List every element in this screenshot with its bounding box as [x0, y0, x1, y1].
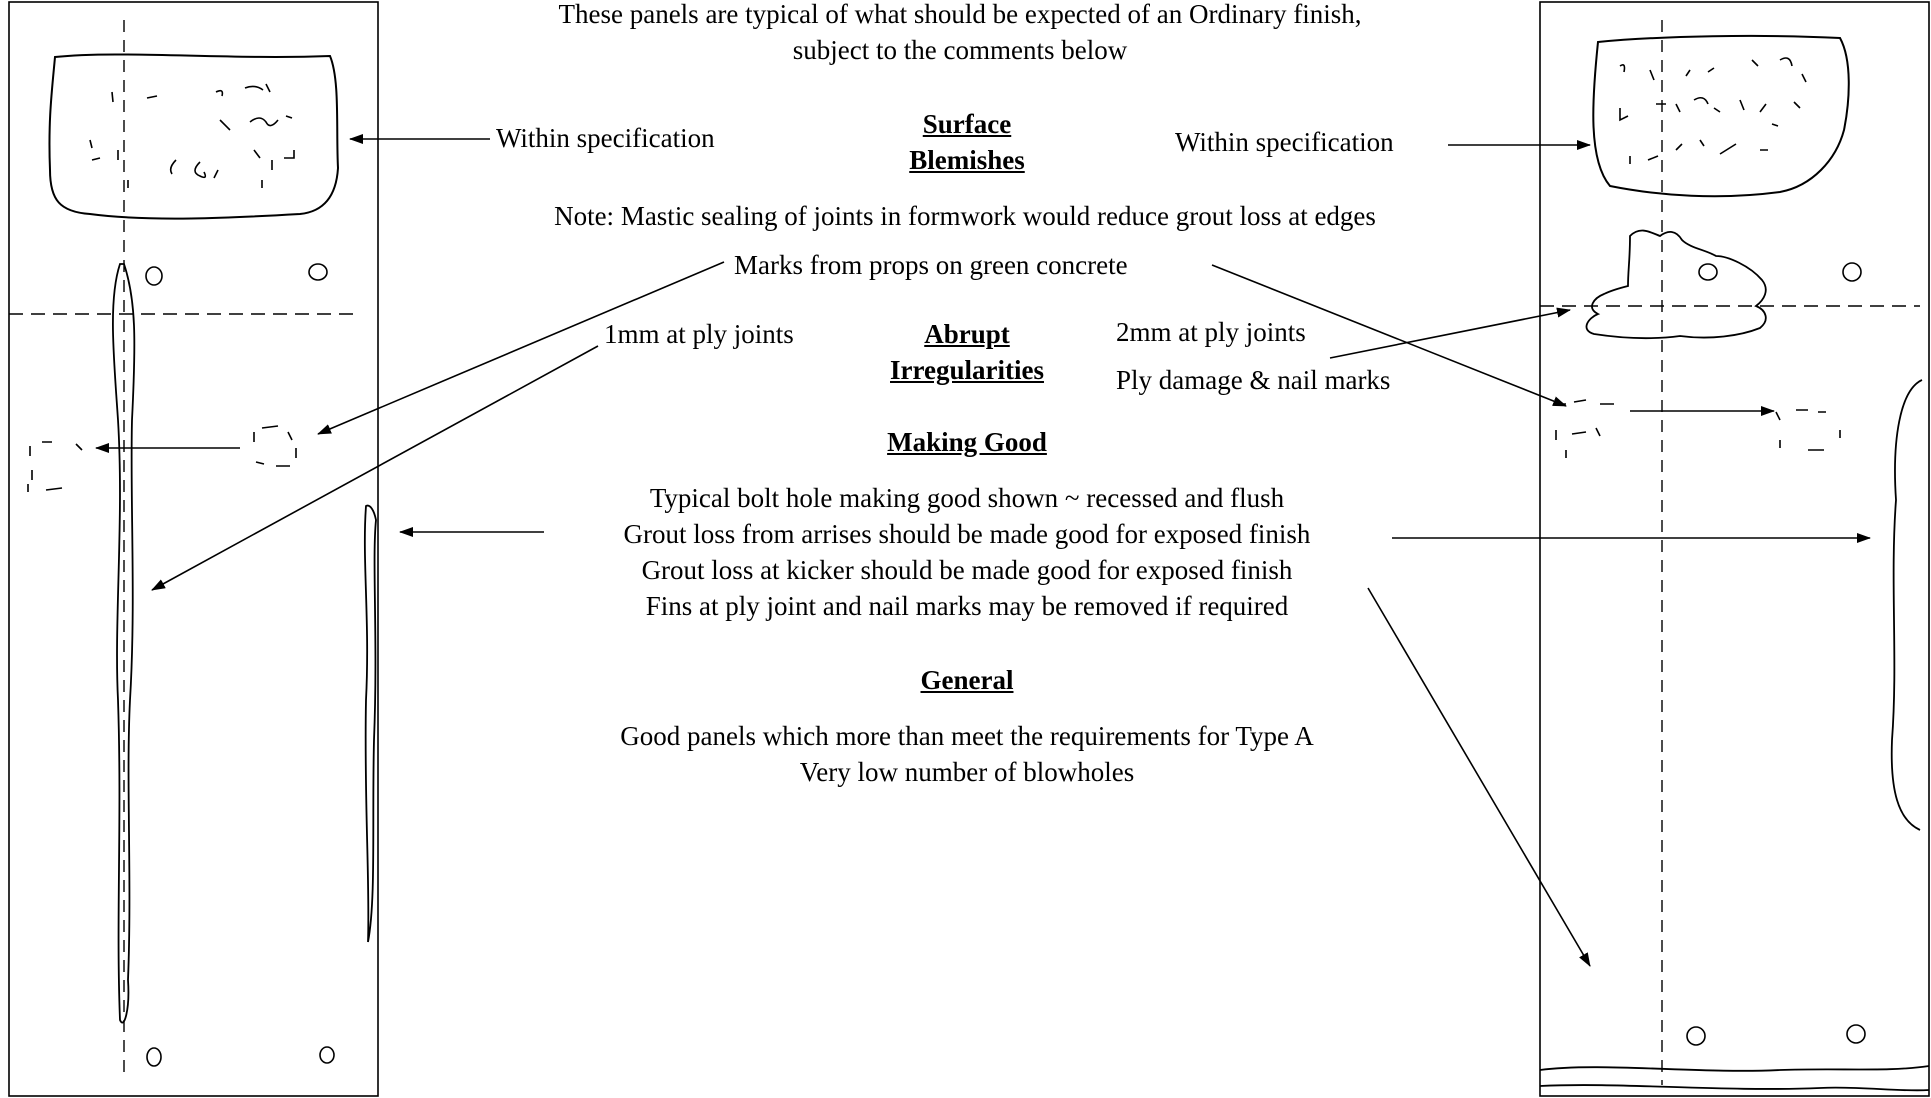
right-ply-damage-area [1585, 229, 1767, 340]
right-bolt-hole-top-right [1842, 262, 1862, 282]
surface-heading-line-1: Surface [922, 109, 1012, 139]
arrow-props-left [317, 261, 725, 435]
left-bolt-hole-top-right [308, 263, 328, 281]
right-bolt-hole-bottom-right [1846, 1024, 1866, 1044]
right-panel-frame [1539, 1, 1930, 1097]
right-blemish-marks [1619, 57, 1807, 164]
surface-note: Note: Mastic sealing of joints in formwo… [554, 201, 1376, 231]
right-panel [1539, 1, 1930, 1097]
arrow-kicker [1367, 587, 1591, 967]
making-good-line-2: Grout loss from arrises should be made g… [623, 519, 1311, 549]
left-joint-label: 1mm at ply joints [604, 319, 794, 349]
making-good-line-3: Grout loss at kicker should be made good… [641, 555, 1293, 585]
right-bolt-hole-bottom-left [1686, 1026, 1706, 1046]
left-prop-marks [27, 425, 297, 492]
header-line-2: subject to the comments below [792, 35, 1128, 65]
left-bolt-hole-bottom-right [319, 1046, 335, 1064]
right-kicker-grout-loss [1539, 1065, 1930, 1092]
right-joint-label: 2mm at ply joints [1116, 317, 1306, 347]
left-bolt-hole-top-left [145, 266, 163, 286]
making-good-line-4: Fins at ply joint and nail marks may be … [645, 591, 1289, 621]
left-blemish-marks [89, 83, 295, 188]
abrupt-heading-line-2: Irregularities [890, 355, 1044, 385]
right-prop-marks [1555, 399, 1841, 458]
right-arris-grout-loss [1890, 379, 1923, 831]
header-line-1: These panels are typical of what should … [558, 0, 1362, 29]
making-good-heading: Making Good [887, 427, 1047, 457]
arrow-2mm-joint [1329, 307, 1571, 359]
props-label: Marks from props on green concrete [734, 250, 1128, 280]
making-good-line-1: Typical bolt hole making good shown ~ re… [649, 483, 1285, 513]
left-arris-grout-loss [363, 504, 377, 943]
leader-arrows [95, 134, 1871, 967]
right-within-spec-label: Within specification [1175, 127, 1394, 157]
left-bolt-hole-bottom-left [146, 1047, 162, 1067]
general-line-1: Good panels which more than meet the req… [620, 721, 1314, 751]
surface-heading-line-2: Blemishes [909, 145, 1025, 175]
abrupt-heading-line-1: Abrupt [924, 319, 1010, 349]
general-line-2: Very low number of blowholes [799, 757, 1135, 787]
left-panel [8, 1, 379, 1097]
right-bolt-hole-top-left [1698, 263, 1718, 281]
left-grout-loss-strip [112, 263, 136, 1024]
left-panel-frame [8, 1, 379, 1097]
ply-damage-label: Ply damage & nail marks [1116, 365, 1391, 395]
arrow-props-right [1211, 264, 1567, 407]
left-within-spec-label: Within specification [496, 123, 715, 153]
general-heading: General [920, 665, 1014, 695]
left-blemish-area [48, 53, 340, 220]
arrow-1mm-joint [151, 345, 599, 591]
right-blemish-area [1592, 34, 1850, 198]
